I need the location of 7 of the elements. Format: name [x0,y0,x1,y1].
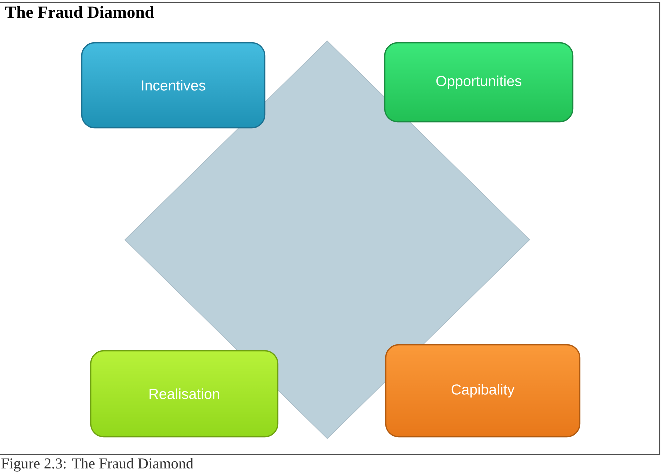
rounded-box: Opportunities [384,42,574,123]
rounded-box: Realisation [90,350,279,438]
title: The Fraud Diamond [5,6,154,18]
rounded-box: Incentives [81,42,266,129]
caption: Figure 2.3: The Fraud Diamond [2,458,194,472]
diamond-shape [124,40,530,440]
rounded-box: Capibality [385,344,581,438]
